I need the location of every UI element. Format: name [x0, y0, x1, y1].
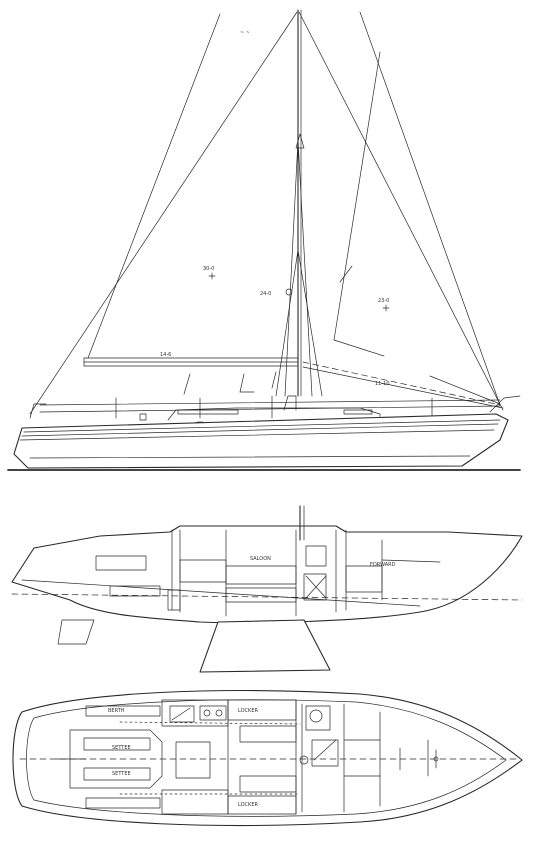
svg-text:LOCKER: LOCKER — [238, 708, 258, 714]
accommodation-plan: BERTH LOCKER SETTEE SETTEE LOCKER — [12, 690, 523, 827]
plan-hull — [12, 690, 523, 827]
svg-text:23-0: 23-0 — [378, 298, 389, 304]
plan-cockpit — [55, 729, 163, 789]
inboard-furniture — [95, 545, 441, 611]
svg-text:SALOON: SALOON — [250, 556, 271, 562]
mast — [295, 9, 305, 397]
genoa — [302, 51, 504, 409]
svg-text:24-0: 24-0 — [260, 291, 271, 297]
svg-text:LOCKER: LOCKER — [238, 802, 258, 808]
lifelines — [29, 395, 521, 419]
hull-profile — [13, 413, 509, 469]
svg-text:~ ~: ~ ~ — [240, 30, 250, 36]
backstay — [29, 11, 298, 415]
forestay — [298, 11, 504, 411]
inboard-profile: FORWARD SALOON — [11, 505, 523, 673]
inboard-hull — [11, 525, 523, 624]
svg-text:FORWARD: FORWARD — [370, 562, 396, 568]
svg-text:SETTEE: SETTEE — [112, 745, 131, 751]
plan-v-berth — [343, 711, 439, 807]
svg-text:SETTEE: SETTEE — [112, 771, 131, 777]
svg-text:14-6: 14-6 — [160, 352, 171, 358]
svg-text:BERTH: BERTH — [108, 708, 125, 714]
boom — [83, 357, 299, 367]
rudder — [57, 619, 95, 645]
svg-text:30-0: 30-0 — [203, 266, 214, 272]
keel — [199, 619, 331, 673]
sail-plan-profile: 30-0 24-0 23-0 14-6 11-10 ~ ~ — [7, 9, 521, 471]
sail-area-marks: 30-0 24-0 23-0 14-6 11-10 ~ ~ — [160, 30, 390, 387]
plan-cabin-layout — [85, 699, 345, 815]
svg-text:11-10: 11-10 — [375, 381, 390, 387]
jib-luff — [359, 11, 501, 406]
mainsail-leech — [87, 13, 221, 359]
